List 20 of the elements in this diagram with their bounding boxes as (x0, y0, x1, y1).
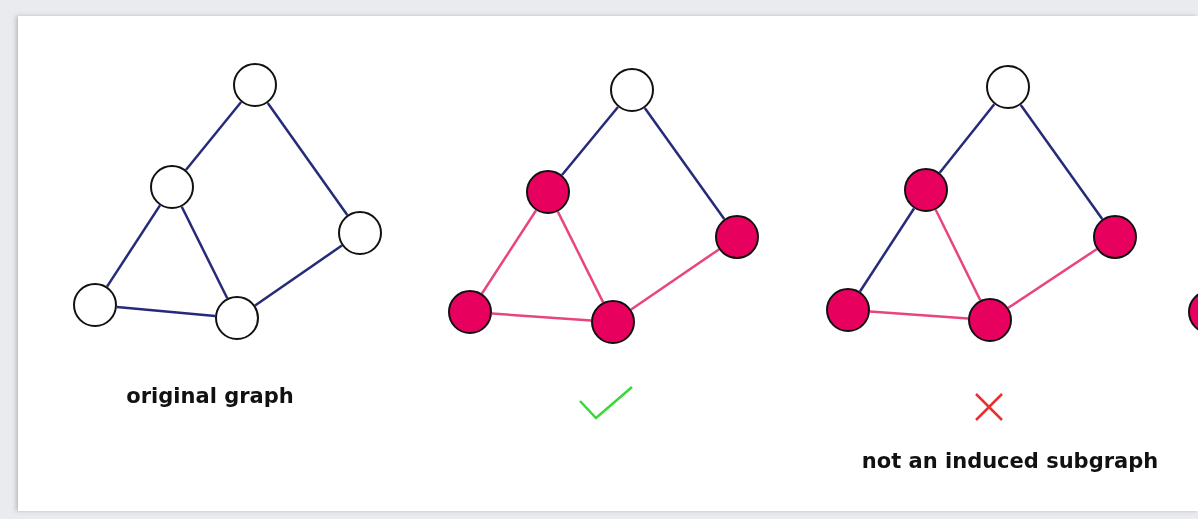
graph-edge (1007, 248, 1098, 309)
graph-edge (938, 103, 996, 174)
graph-edge (561, 106, 619, 176)
graph-edge (266, 102, 349, 216)
graph-edge (1019, 104, 1104, 220)
graph-edge (491, 312, 592, 322)
graph-edge (934, 209, 982, 301)
graph-edge (643, 107, 726, 220)
graph-edge (556, 211, 605, 303)
graph-edge (869, 310, 969, 320)
graph-edge (858, 207, 916, 293)
caption-text: not an induced subgraph (861, 449, 1159, 473)
graph-edge (105, 204, 162, 288)
graph-edge (254, 244, 343, 307)
graph-edge (630, 248, 720, 311)
graph-edge (480, 209, 538, 295)
graph-edge (184, 101, 243, 171)
graph-edge (180, 206, 229, 299)
caption-text: original graph (126, 384, 294, 408)
graph-edge (116, 305, 216, 318)
